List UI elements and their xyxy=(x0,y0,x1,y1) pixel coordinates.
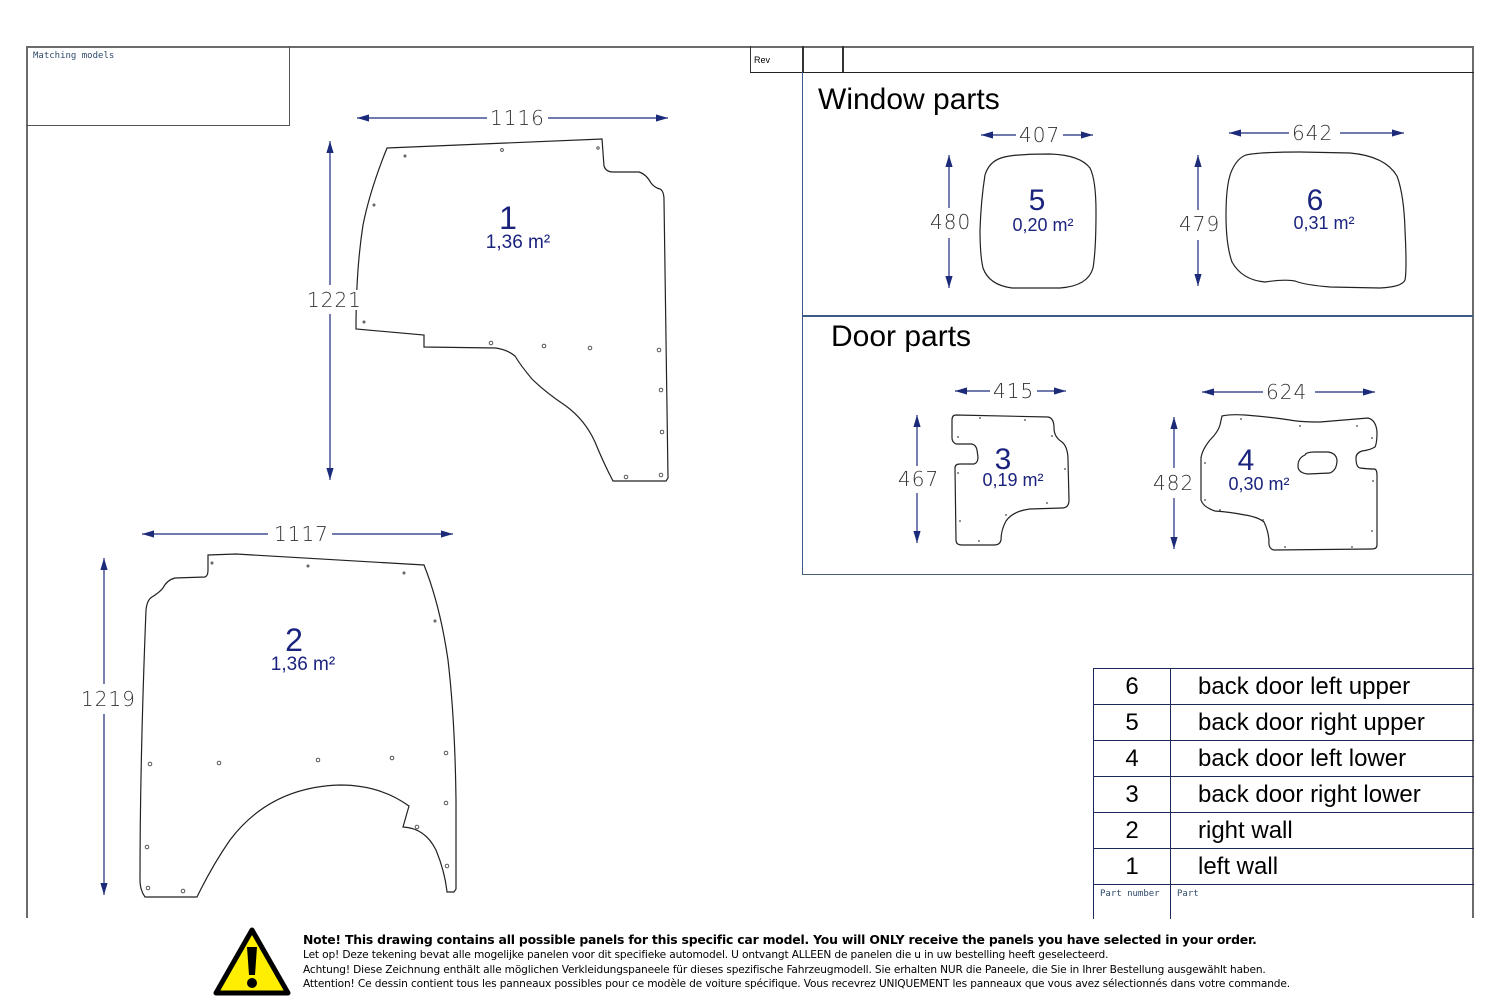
legend-part-number: 2 xyxy=(1093,812,1171,849)
legend-row: 2 right wall xyxy=(1093,812,1474,849)
legend-part-name: right wall xyxy=(1170,812,1474,849)
dimension-height-part-1: 1221 xyxy=(304,290,365,310)
legend-header-part: Part xyxy=(1170,884,1474,919)
window-parts-title: Window parts xyxy=(818,83,1000,116)
legend-part-number: 1 xyxy=(1093,848,1171,885)
legend-row: 1 left wall xyxy=(1093,848,1474,885)
notice-dutch: Let op! Deze tekening bevat alle mogelij… xyxy=(303,949,1109,961)
rev-label: Rev xyxy=(754,55,771,65)
legend-header-row: Part number Part xyxy=(1093,884,1474,919)
legend-row: 6 back door left upper xyxy=(1093,668,1474,705)
part-number-4: 4 xyxy=(1237,444,1255,477)
legend-part-number: 3 xyxy=(1093,776,1171,813)
dimension-width-part-4: 624 xyxy=(1263,382,1311,402)
panel-4-back-door-left-lower[interactable] xyxy=(1170,388,1378,551)
legend-part-number: 4 xyxy=(1093,740,1171,777)
dimension-width-part-3: 415 xyxy=(990,381,1038,401)
legend-row: 4 back door left lower xyxy=(1093,740,1474,777)
dimension-width-part-1: 1116 xyxy=(487,108,548,128)
back-door-parts-box xyxy=(802,72,1474,575)
legend-part-name: back door left upper xyxy=(1170,668,1474,705)
legend-header-part-number: Part number xyxy=(1093,884,1171,919)
matching-models-box: Matching models xyxy=(26,46,290,126)
legend-row: 5 back door right upper xyxy=(1093,704,1474,741)
dimension-height-part-3: 467 xyxy=(895,469,943,489)
panel-5-back-door-right-upper[interactable] xyxy=(945,131,1097,289)
panel-6-back-door-left-upper[interactable] xyxy=(1194,129,1407,289)
legend-part-name: back door right upper xyxy=(1170,704,1474,741)
notice-english: Note! This drawing contains all possible… xyxy=(303,932,1257,947)
part-area-6: 0,31 m² xyxy=(1293,213,1355,233)
part-area-2: 1,36 m² xyxy=(270,654,336,675)
part-number-5: 5 xyxy=(1028,184,1046,217)
part-area-4: 0,30 m² xyxy=(1228,474,1290,494)
order-notice: Note! This drawing contains all possible… xyxy=(303,932,1290,992)
part-number-6: 6 xyxy=(1306,184,1324,217)
part-area-5: 0,20 m² xyxy=(1012,215,1074,235)
window-door-divider xyxy=(802,315,1473,317)
frame-right-border xyxy=(1472,46,1474,918)
warning-triangle-icon xyxy=(213,927,291,996)
rev-divider-1 xyxy=(802,46,804,72)
legend-part-number: 5 xyxy=(1093,704,1171,741)
part-area-3: 0,19 m² xyxy=(982,470,1044,490)
rev-header-strip: Rev xyxy=(750,46,1474,73)
door-parts-title: Door parts xyxy=(831,320,972,353)
frame-left-border xyxy=(26,46,28,918)
legend-part-number: 6 xyxy=(1093,668,1171,705)
rev-divider-2 xyxy=(842,46,844,72)
part-number-3: 3 xyxy=(994,443,1012,476)
legend-part-name: left wall xyxy=(1170,848,1474,885)
dimension-height-part-2: 1219 xyxy=(78,689,139,709)
dimension-width-part-6: 642 xyxy=(1289,123,1337,143)
panel-1-left-wall[interactable] xyxy=(326,114,669,482)
dimension-height-part-6: 479 xyxy=(1176,214,1224,234)
legend-part-name: back door left lower xyxy=(1170,740,1474,777)
part-number-1: 1 xyxy=(499,200,517,236)
notice-german: Achtung! Diese Zeichnung enthält alle mö… xyxy=(303,963,1266,976)
dimension-width-part-5: 407 xyxy=(1016,125,1064,145)
dimension-height-part-4: 482 xyxy=(1150,473,1198,493)
panel-2-right-wall[interactable] xyxy=(100,530,457,898)
legend-part-name: back door right lower xyxy=(1170,776,1474,813)
part-number-2: 2 xyxy=(285,622,303,658)
dimension-height-part-5: 480 xyxy=(927,212,975,232)
parts-legend-table: 6 back door left upper 5 back door right… xyxy=(1093,668,1474,919)
panel-3-back-door-right-lower[interactable] xyxy=(913,387,1070,546)
part-area-1: 1,36 m² xyxy=(485,232,551,253)
notice-french: Attention! Ce dessin contient tous les p… xyxy=(303,978,1290,990)
dimension-width-part-2: 1117 xyxy=(271,524,332,544)
matching-models-label: Matching models xyxy=(33,51,115,61)
legend-row: 3 back door right lower xyxy=(1093,776,1474,813)
